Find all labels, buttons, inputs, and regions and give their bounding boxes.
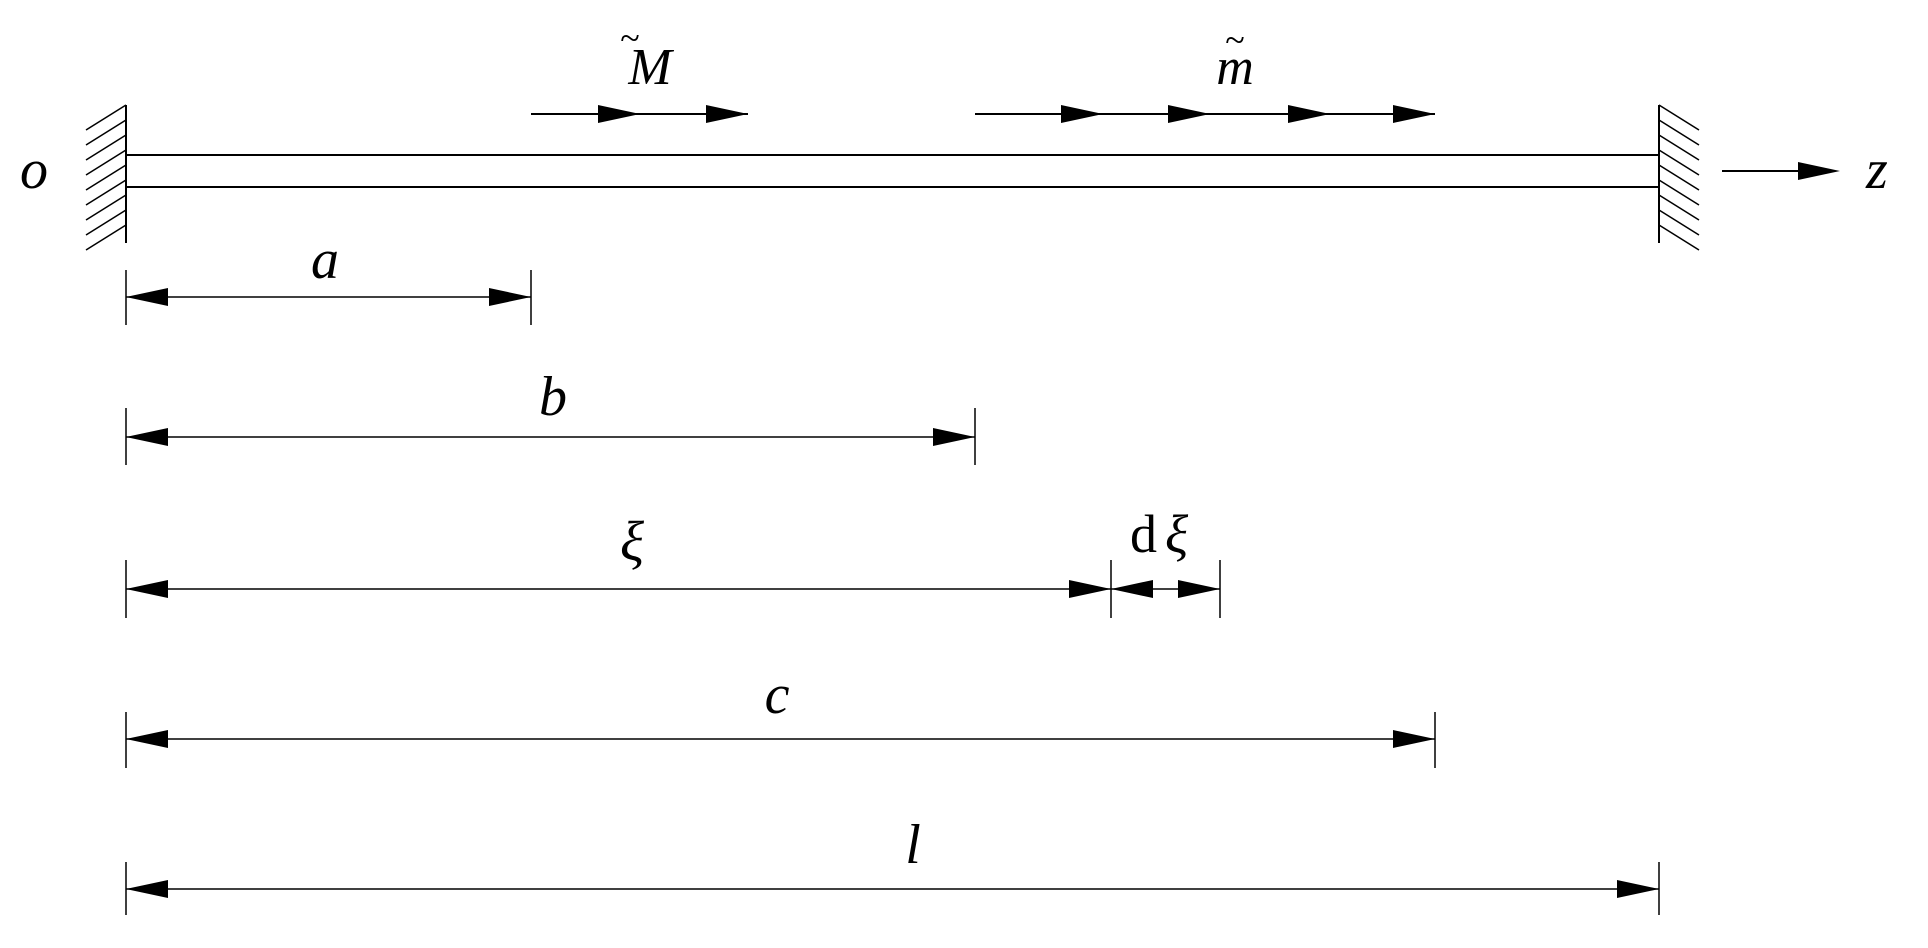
dimension-c	[125, 712, 1436, 768]
dimension-a-label: a	[311, 229, 339, 291]
left-fixed-support	[85, 104, 127, 251]
dimension-dxi-d: d	[1130, 504, 1157, 564]
dimension-dxi-label: ξ	[1165, 504, 1189, 564]
dimension-c-label: c	[765, 664, 790, 726]
right-fixed-support	[1658, 104, 1700, 251]
moment-label: M	[627, 39, 674, 96]
distributed-moment-arrows	[975, 105, 1435, 123]
moment-tilde: ~	[620, 18, 639, 58]
dimension-b	[125, 408, 976, 465]
dimension-l-label: l	[905, 814, 921, 876]
concentrated-moment-arrow	[531, 105, 748, 123]
distributed-label: m	[1216, 39, 1254, 96]
z-axis-arrow	[1722, 162, 1840, 180]
dimension-a	[125, 270, 532, 325]
dimension-b-label: b	[539, 366, 567, 428]
dimension-xi-label: ξ	[620, 511, 644, 573]
dimension-l	[125, 862, 1660, 915]
beam	[126, 154, 1659, 188]
z-axis-label: z	[1865, 139, 1888, 201]
dimension-xi	[125, 560, 1221, 618]
origin-label: o	[20, 139, 48, 201]
distributed-tilde: ~	[1225, 20, 1244, 60]
